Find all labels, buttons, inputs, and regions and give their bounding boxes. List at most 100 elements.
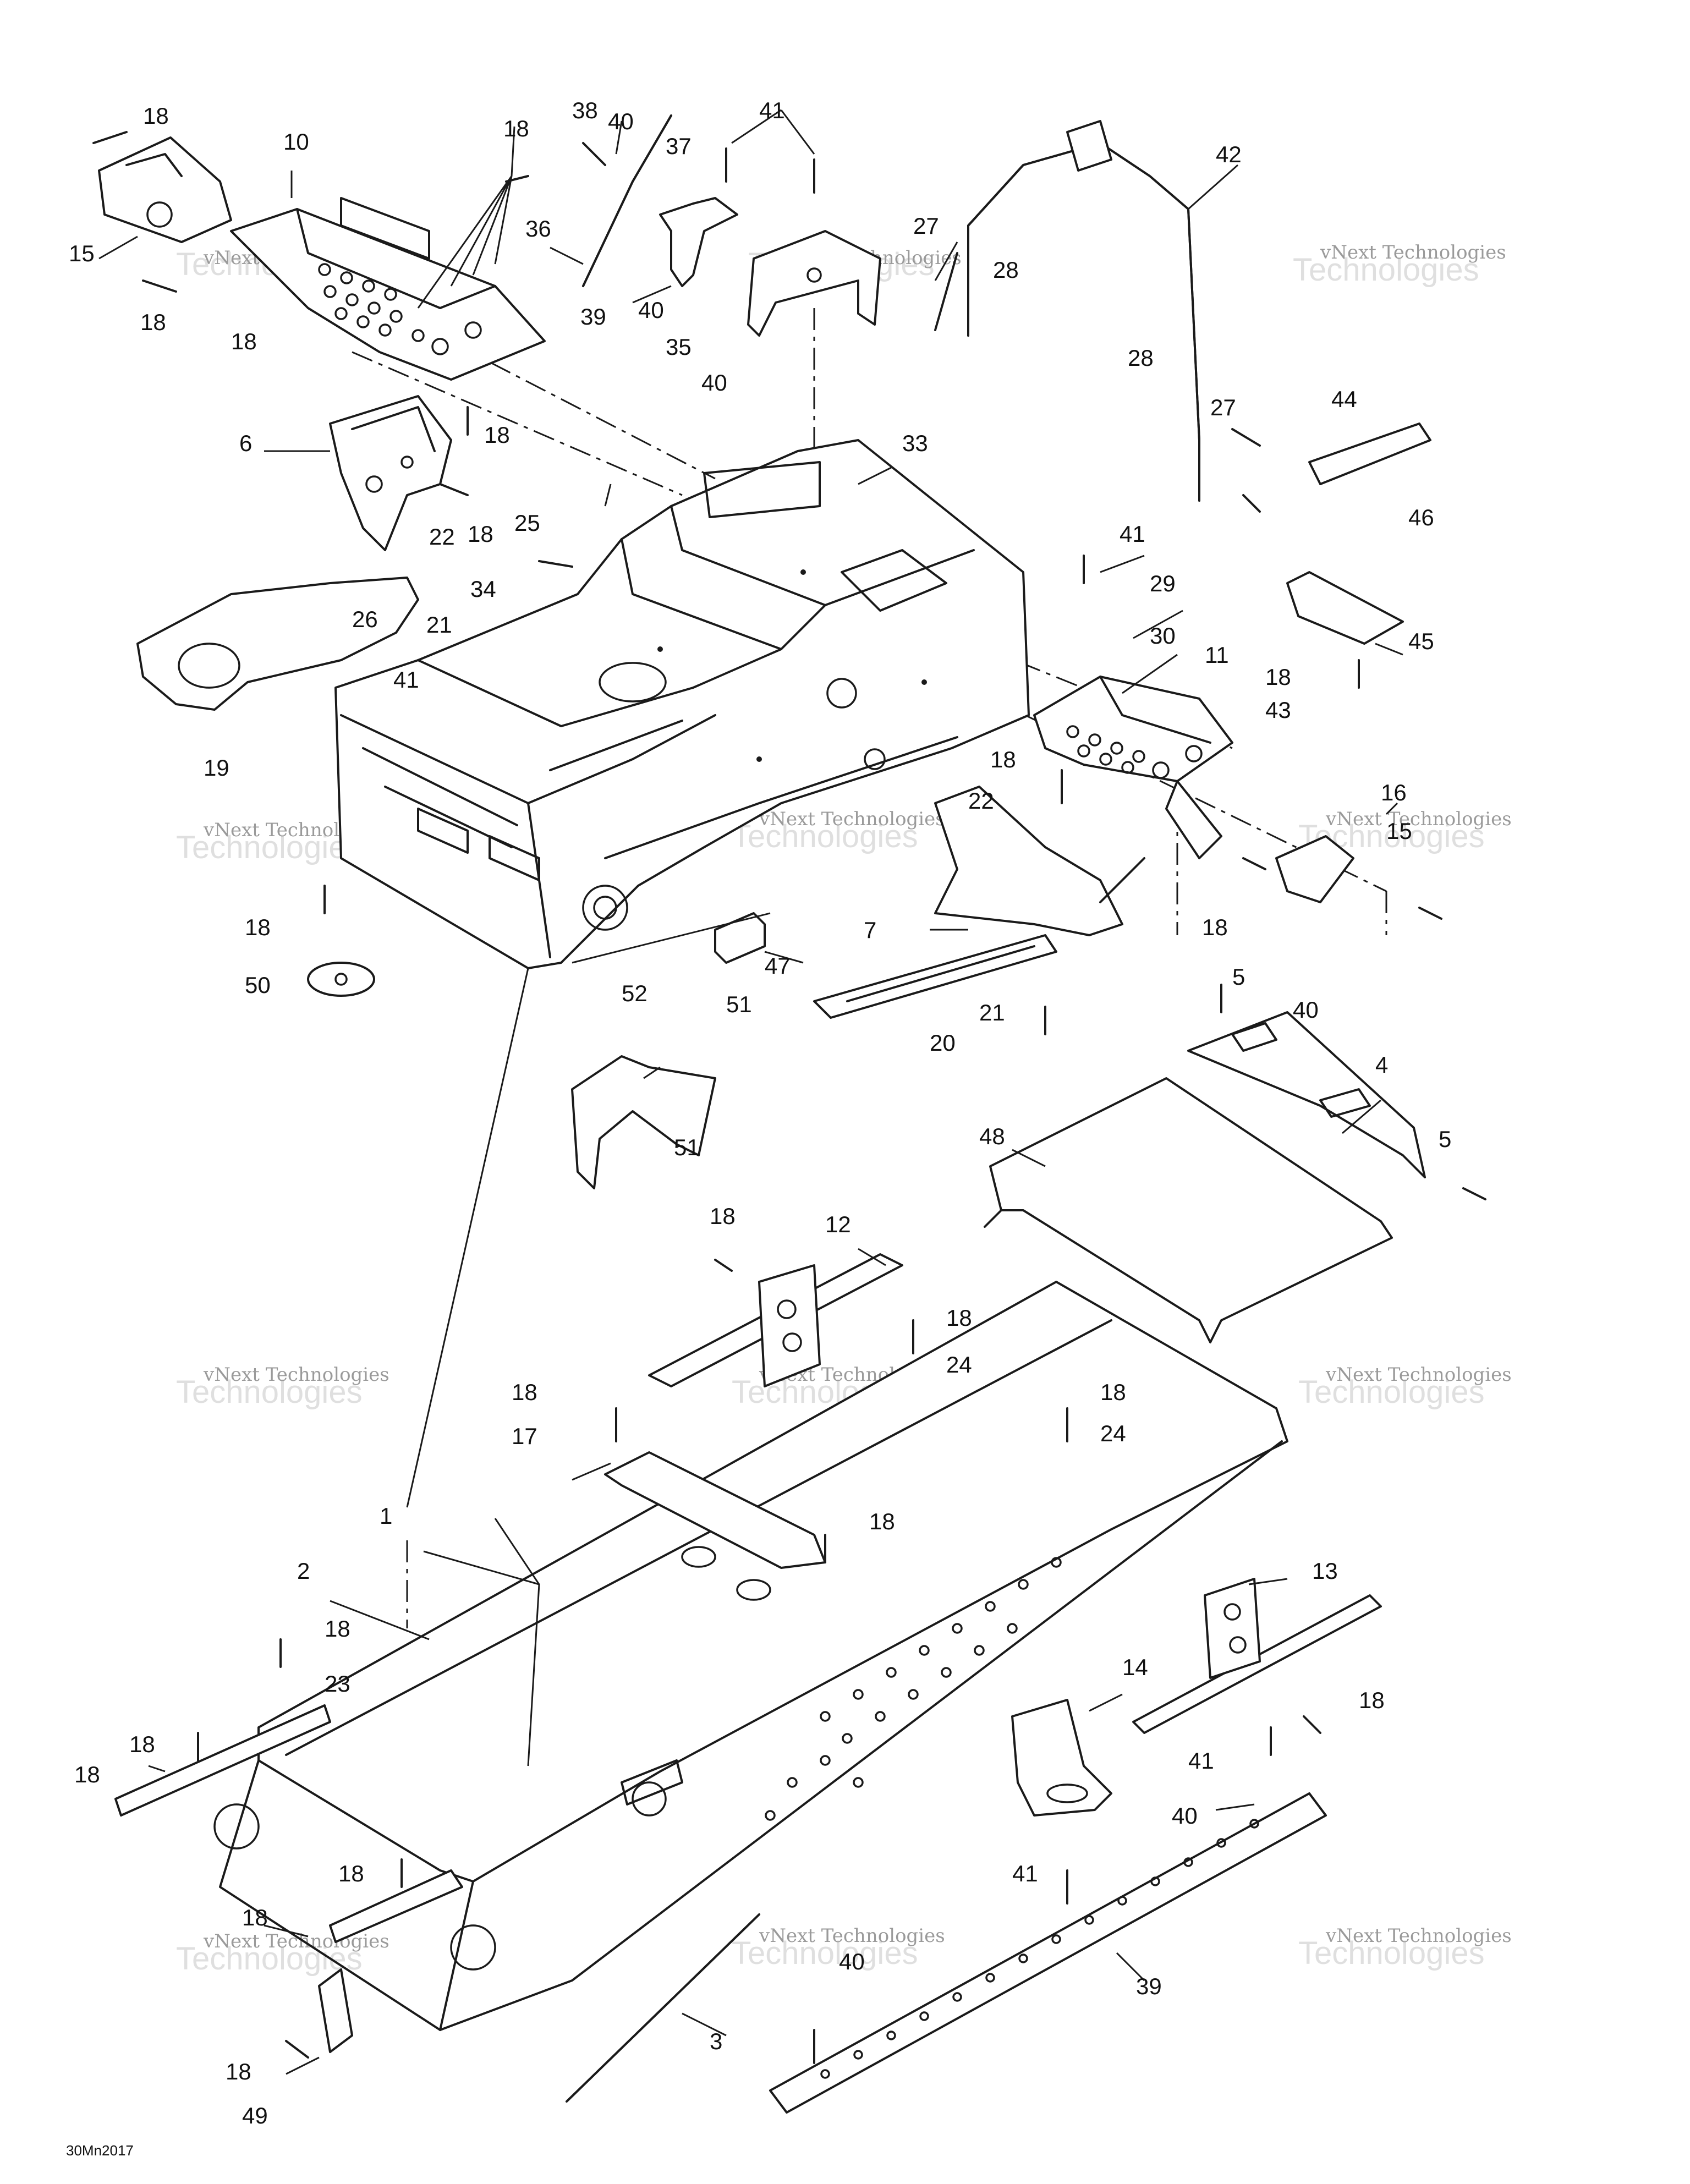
- callout-18: 18: [1100, 1379, 1126, 1405]
- callout-7: 7: [864, 917, 876, 943]
- callout-41: 41: [759, 97, 785, 123]
- callout-41: 41: [1012, 1861, 1038, 1886]
- callout-18: 18: [143, 103, 169, 129]
- callout-18: 18: [325, 1616, 350, 1642]
- callout-5: 5: [1232, 964, 1245, 990]
- leader-lines: [98, 109, 1403, 2075]
- part-17-lower-bar: [329, 1869, 463, 1943]
- callout-18: 18: [338, 1861, 364, 1886]
- part-49-washer-plate: [307, 962, 375, 997]
- watermark-text: vNext Technologies: [1320, 242, 1506, 264]
- callout-18: 18: [226, 2059, 251, 2084]
- alignment-line: [352, 351, 683, 496]
- part-42-loop-handle: [967, 120, 1200, 502]
- callout-29: 29: [1150, 570, 1176, 596]
- watermark-text: Technologies: [1293, 252, 1479, 288]
- callout-18: 18: [129, 1731, 155, 1757]
- watermark: Technologies vNext Technologies: [1298, 1364, 1512, 1410]
- callout-43: 43: [1265, 697, 1291, 723]
- callout-40: 40: [701, 370, 727, 396]
- callout-17: 18: [242, 1905, 268, 1930]
- part-10-rear-bracket: [648, 1253, 903, 1387]
- callout-5: 5: [1439, 1126, 1451, 1152]
- callout-41: 41: [1120, 521, 1145, 547]
- watermark: Technologies vNext Technologies: [732, 808, 945, 854]
- part-20-strip: [813, 934, 1057, 1019]
- part-12-angle-bracket: [1011, 1699, 1112, 1817]
- callout-18: 18: [990, 747, 1016, 772]
- part-3-rod: [566, 1913, 760, 2103]
- watermark-text: vNext Technologies: [1325, 808, 1512, 830]
- watermark: Technologies vNext Technologies: [1298, 1925, 1512, 1971]
- callout-27: 27: [1210, 394, 1236, 420]
- callout-3: 3: [710, 2028, 722, 2054]
- callout-27: 27: [913, 213, 939, 239]
- watermark-text: Technologies: [1298, 1374, 1485, 1410]
- callout-23: 23: [325, 1671, 350, 1697]
- callout-labels: 18 10 18 15 18 18 38 40 37 41 36 39 40 3…: [69, 97, 1451, 2128]
- callout-18: 18: [231, 328, 257, 354]
- callout-25: 25: [514, 510, 540, 536]
- part-14-bracket: [1275, 835, 1354, 903]
- callout-18: 18: [140, 309, 166, 335]
- callout-12: 14: [1122, 1654, 1148, 1680]
- perforation-holes: [1066, 725, 1203, 779]
- callout-44: 44: [1331, 386, 1357, 412]
- part-44-plate: [1308, 422, 1431, 485]
- callout-22: 22: [429, 524, 455, 550]
- part-1-tunnel: [213, 1281, 1288, 2031]
- callout-11: 13: [1312, 1558, 1338, 1584]
- callout-1: 1: [380, 1503, 392, 1529]
- part-48-plate: [318, 1968, 353, 2053]
- watermark-text: vNext Technologies: [759, 1925, 945, 1947]
- part-34-cable-strip: [582, 114, 672, 287]
- callout-39: 40: [839, 1949, 865, 1974]
- part-16-side-bar: [114, 1704, 331, 1817]
- callout-10: 12: [825, 1211, 851, 1237]
- callout-51: 51: [726, 991, 752, 1017]
- callout-37: 39: [580, 304, 606, 330]
- callout-9: 11: [1205, 642, 1229, 668]
- part-9-perforated-bracket: [1033, 676, 1233, 859]
- callout-22: 22: [968, 788, 994, 814]
- watermark: Technologies vNext Technologies: [1293, 242, 1506, 288]
- watermark-text: vNext Technologies: [1325, 1364, 1512, 1386]
- callout-4: 4: [1375, 1052, 1388, 1078]
- callout-28: 28: [1128, 345, 1154, 371]
- part-52-bracket: [571, 1055, 716, 1189]
- callout-45: 45: [1408, 628, 1434, 654]
- callout-18: 18: [503, 116, 529, 141]
- callout-41: 41: [393, 667, 419, 693]
- part-8-perforated-bracket: [98, 136, 546, 381]
- callout-52: 52: [622, 980, 648, 1006]
- part-4-top-plate: [1187, 1011, 1426, 1178]
- callout-18: 18: [512, 1379, 537, 1405]
- main-chassis-frame: [334, 439, 1030, 969]
- figure-code: 30Mn2017: [66, 2142, 134, 2159]
- part-38-running-board: [769, 1792, 1327, 2114]
- callout-19: 19: [204, 755, 229, 781]
- callout-13: 15: [69, 240, 95, 266]
- callout-6: 6: [239, 430, 252, 456]
- part-50-panel: [984, 1077, 1393, 1343]
- callout-28: 28: [993, 257, 1019, 283]
- callout-26: 26: [352, 606, 378, 632]
- callout-35: 37: [666, 133, 692, 159]
- watermark-text: vNext Technologies: [203, 1364, 389, 1386]
- callout-40: 40: [608, 108, 634, 134]
- watermark-text: Technologies: [732, 1935, 918, 1971]
- callout-18: 18: [946, 1305, 972, 1331]
- watermark-text: Technologies: [1298, 1935, 1485, 1971]
- part-33-bridge-bracket: [747, 230, 881, 337]
- callout-20: 20: [930, 1030, 956, 1056]
- callout-46: 46: [1408, 504, 1434, 530]
- callout-41: 41: [1188, 1748, 1214, 1774]
- callout-18: 18: [245, 914, 271, 940]
- watermark-text: Technologies: [732, 819, 918, 854]
- watermark-text: Technologies: [176, 830, 363, 865]
- callout-18: 18: [1265, 664, 1291, 690]
- callout-18: 18: [869, 1508, 895, 1534]
- callout-30: 30: [1150, 623, 1176, 649]
- callout-8: 10: [283, 129, 309, 155]
